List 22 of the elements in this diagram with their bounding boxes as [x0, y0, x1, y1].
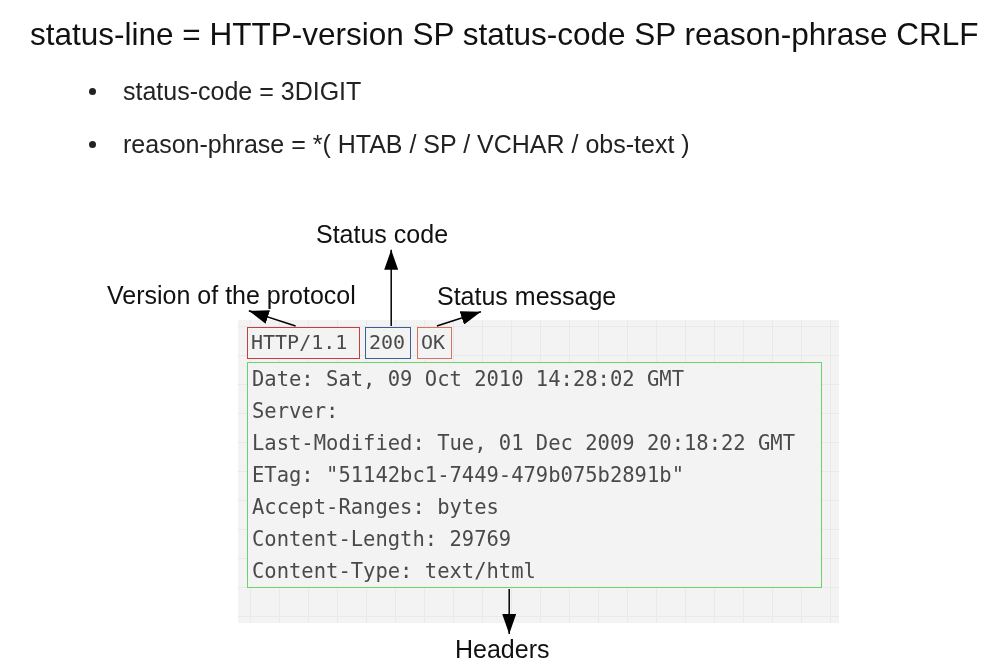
annotation-text: Version of the protocol [107, 281, 356, 310]
header-line: Content-Type: text/html [252, 558, 536, 585]
definition-text: status-code = 3DIGIT [123, 76, 362, 106]
arrow [502, 588, 517, 635]
annotation-text: Headers [455, 635, 550, 664]
status-message-box: OK [417, 327, 452, 359]
headers-box [247, 362, 822, 588]
header-line: Server: [252, 398, 339, 425]
header-line: ETag: "51142bc1-7449-479b075b2891b" [252, 462, 684, 489]
header-line: Accept-Ranges: bytes [252, 494, 499, 521]
header-line: Last-Modified: Tue, 01 Dec 2009 20:18:22 GMT [252, 430, 796, 457]
heading: status-line = HTTP-version SP status-code SP reason-phrase CRLF [30, 16, 979, 54]
arrow [384, 249, 399, 327]
annotation-text: Status message [437, 282, 617, 311]
header-line: Date: Sat, 09 Oct 2010 14:28:02 GMT [252, 366, 684, 393]
header-line: Content-Length: 29769 [252, 526, 512, 553]
arrow [248, 310, 297, 327]
arrow [436, 311, 482, 327]
definition-text: reason-phrase = *( HTAB / SP / VCHAR / obs-text ) [123, 129, 690, 159]
version-box: HTTP/1.1 [247, 327, 360, 359]
annotation-text: Status code [316, 220, 449, 249]
status-code-box: 200 [365, 327, 411, 359]
